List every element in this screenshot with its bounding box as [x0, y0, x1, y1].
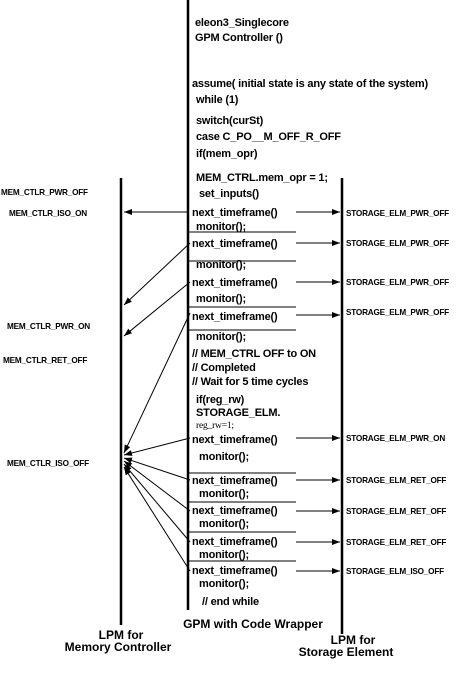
mem-ctrl-state-label: MEM_CTLR_PWR_ON [7, 322, 90, 331]
code-line: GPM Controller () [195, 32, 283, 44]
code-line: if(reg_rw) [196, 394, 245, 406]
code-line: monitor(); [199, 549, 249, 561]
code-line: monitor(); [199, 488, 249, 500]
storage-state-label: STORAGE_ELM_PWR_ON [346, 434, 445, 443]
storage-footer-label: Storage Element [299, 645, 394, 659]
storage-state-label: STORAGE_ELM_RET_OFF [346, 507, 446, 516]
diagonal-arrow [123, 457, 191, 481]
mem-ctrl-state-label: MEM_CTLR_ISO_ON [9, 209, 87, 218]
code-line: case C_PO__M_OFF_R_OFF [196, 131, 341, 143]
code-line: monitor(); [196, 221, 246, 233]
diagonal-arrow [123, 242, 191, 306]
code-line: if(mem_opr) [196, 148, 258, 160]
code-line: next_timeframe() [192, 277, 278, 289]
storage-state-label: STORAGE_ELM_RET_OFF [346, 538, 446, 547]
code-line: monitor(); [196, 259, 246, 271]
mem-ctrl-state-label: MEM_CTLR_RET_OFF [3, 356, 87, 365]
code-line: monitor(); [196, 293, 246, 305]
code-line: STORAGE_ELM. [196, 407, 280, 419]
code-line: switch(curSt) [196, 115, 264, 127]
code-line: set_inputs() [199, 188, 259, 200]
code-line: assume( initial state is any state of th… [192, 78, 428, 90]
code-line: reg_rw=1; [196, 421, 234, 431]
diagonal-arrow [123, 466, 191, 572]
diagonal-arrow [123, 437, 191, 456]
code-line: next_timeframe() [192, 565, 278, 577]
mem-ctrl-state-label: MEM_CTLR_PWR_OFF [1, 188, 88, 197]
code-line: // Wait for 5 time cycles [192, 376, 308, 388]
code-line: monitor(); [196, 331, 246, 343]
storage-footer-label: LPM for [331, 633, 376, 647]
code-line: MEM_CTRL.mem_opr = 1; [196, 172, 328, 184]
code-line: // MEM_CTRL OFF to ON [192, 348, 316, 360]
storage-state-label: STORAGE_ELM_PWR_OFF [346, 308, 449, 317]
mem-ctrl-footer-label: Memory Controller [65, 640, 172, 654]
code-line: next_timeframe() [192, 434, 278, 446]
diagonal-arrow [123, 460, 191, 512]
code-line: next_timeframe() [192, 505, 278, 517]
gpm-footer-label: GPM with Code Wrapper [183, 617, 323, 631]
code-line: monitor(); [199, 451, 249, 463]
mem-ctrl-footer-label: LPM for [99, 628, 144, 642]
code-line: next_timeframe() [192, 475, 278, 487]
code-line: next_timeframe() [192, 238, 278, 250]
storage-state-label: STORAGE_ELM_PWR_OFF [346, 209, 449, 218]
code-line: // end while [202, 596, 259, 608]
storage-state-label: STORAGE_ELM_PWR_OFF [346, 278, 449, 287]
code-line: eleon3_Singlecore [195, 17, 289, 29]
diagonal-arrow [123, 312, 191, 454]
code-line: monitor(); [199, 578, 249, 590]
code-line: monitor(); [199, 518, 249, 530]
code-line: next_timeframe() [192, 311, 278, 323]
code-line: // Completed [192, 362, 256, 374]
storage-state-label: STORAGE_ELM_ISO_OFF [346, 567, 444, 576]
code-line: while (1) [195, 94, 239, 106]
mem-ctrl-state-label: MEM_CTLR_ISO_OFF [7, 459, 89, 468]
code-line: next_timeframe() [192, 207, 278, 219]
diagonal-arrow [123, 463, 191, 543]
storage-state-label: STORAGE_ELM_PWR_OFF [346, 239, 449, 248]
storage-state-label: STORAGE_ELM_RET_OFF [346, 476, 446, 485]
code-line: next_timeframe() [192, 536, 278, 548]
diagonal-arrow [123, 281, 191, 337]
